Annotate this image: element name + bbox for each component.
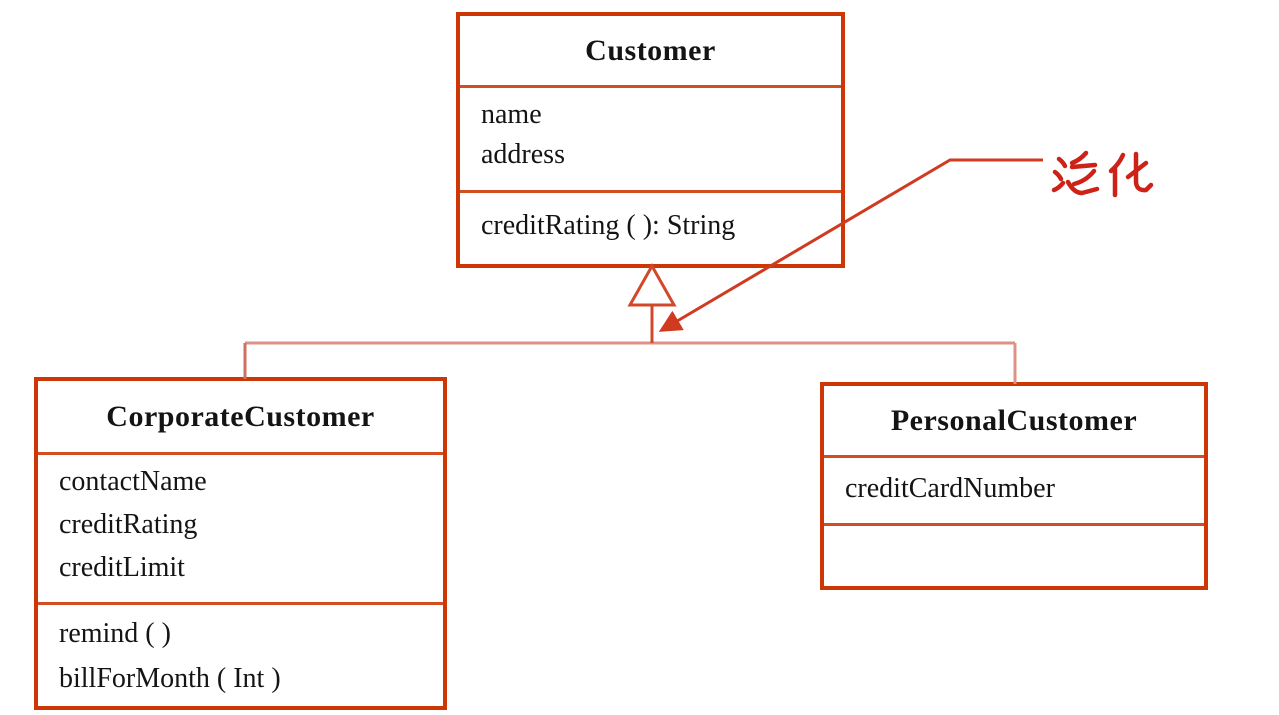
operations-compartment-personal-customer	[824, 523, 1204, 586]
generalization-triangle-icon	[627, 262, 677, 307]
attribute-item: address	[481, 139, 565, 170]
class-box-personal-customer: PersonalCustomer creditCardNumber	[820, 382, 1208, 590]
class-title-corporate-customer: CorporateCustomer	[106, 399, 375, 433]
class-title-customer: Customer	[585, 33, 716, 67]
class-title-personal-customer: PersonalCustomer	[890, 403, 1138, 437]
attribute-item: creditLimit	[59, 552, 185, 583]
attributes-compartment-customer: name address	[460, 85, 841, 190]
attributes-compartment-personal-customer: creditCardNumber	[824, 455, 1204, 523]
operations-compartment-corporate-customer: remind ( ) billForMonth ( Int )	[38, 602, 443, 706]
operation-item: creditRating ( ): String	[481, 210, 736, 241]
attribute-item: contactName	[59, 466, 207, 497]
attribute-item: name	[481, 99, 542, 130]
attribute-item: creditRating	[59, 509, 198, 540]
operation-item: remind ( )	[59, 618, 171, 649]
attributes-compartment-corporate-customer: contactName creditRating creditLimit	[38, 452, 443, 602]
annotation-label-hanzi	[1051, 150, 1154, 198]
attribute-item: creditCardNumber	[845, 473, 1055, 504]
operation-item: billForMonth ( Int )	[59, 663, 281, 694]
class-box-customer: Customer name address creditRating ( ): …	[456, 12, 845, 268]
operations-compartment-customer: creditRating ( ): String	[460, 190, 841, 264]
class-box-corporate-customer: CorporateCustomer contactName creditRati…	[34, 377, 447, 710]
